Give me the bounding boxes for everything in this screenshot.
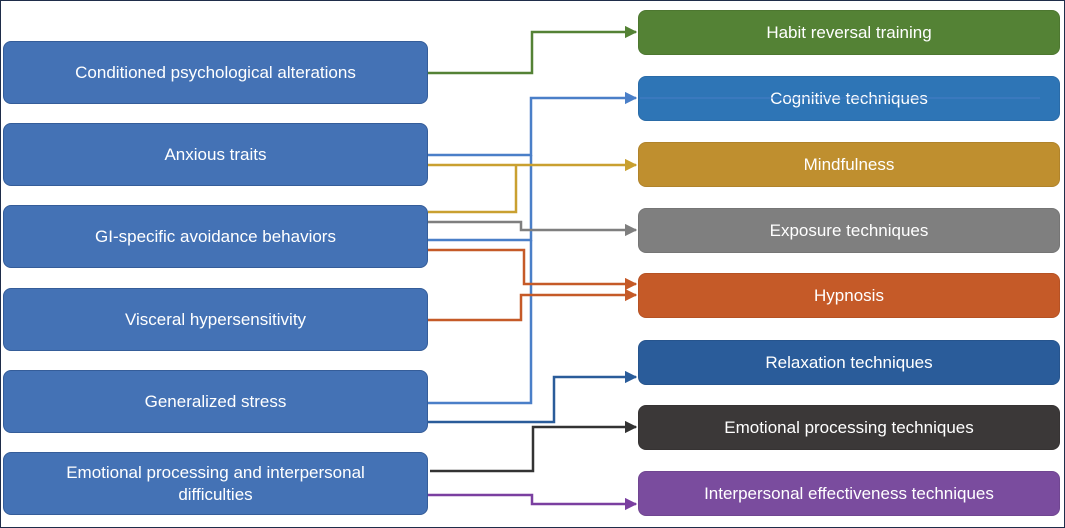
connector-gi_avoidance-to-hypnosis — [428, 248, 638, 291]
connector-gi_avoidance-to-mindfulness — [428, 165, 518, 214]
technique-cognitive-techniques: Cognitive techniques — [638, 76, 1060, 121]
factor-label: GI-specific avoidance behaviors — [95, 226, 336, 246]
technique-label: Emotional processing techniques — [724, 417, 974, 437]
factor-label: Anxious traits — [164, 144, 267, 164]
technique-interpersonal-effectiveness-techniques: Interpersonal effectiveness techniques — [638, 471, 1060, 516]
factor-gi-specific-avoidance-behaviors: GI-specific avoidance behaviors — [3, 205, 428, 268]
technique-label: Relaxation techniques — [765, 352, 933, 372]
connector-anxious-to-cognitive — [428, 91, 638, 157]
technique-emotional-processing-techniques: Emotional processing techniques — [638, 405, 1060, 450]
factor-visceral-hypersensitivity: Visceral hypersensitivity — [3, 288, 428, 351]
technique-mindfulness: Mindfulness — [638, 142, 1060, 187]
technique-relaxation-techniques: Relaxation techniques — [638, 340, 1060, 385]
connector-emotional-to-emotional_proc — [430, 420, 638, 473]
technique-habit-reversal-training: Habit reversal training — [638, 10, 1060, 55]
connector-conditioned-to-habit — [428, 25, 638, 75]
factor-label: Emotional processing and interpersonal d… — [66, 462, 365, 504]
technique-hypnosis: Hypnosis — [638, 273, 1060, 318]
connector-gi_avoidance-to-exposure — [428, 220, 638, 237]
technique-label: Hypnosis — [814, 285, 884, 305]
factor-label: Generalized stress — [144, 391, 287, 411]
factor-label: Visceral hypersensitivity — [124, 309, 307, 329]
factor-generalized-stress: Generalized stress — [3, 370, 428, 433]
technique-label: Habit reversal training — [766, 22, 932, 42]
technique-label: Cognitive techniques — [770, 88, 928, 108]
technique-label: Exposure techniques — [769, 220, 929, 240]
connector-stress-to-cognitive — [428, 240, 533, 405]
technique-label: Interpersonal effectiveness techniques — [704, 483, 994, 503]
connector-visceral-to-hypnosis — [428, 288, 638, 322]
factor-emotional-processing-interpersonal-difficulties: Emotional processing and interpersonal d… — [3, 452, 428, 515]
connector-emotional-to-interpersonal — [428, 493, 638, 511]
technique-label: Mindfulness — [803, 154, 895, 174]
connector-stress-to-relaxation — [428, 370, 638, 424]
technique-exposure-techniques: Exposure techniques — [638, 208, 1060, 253]
factor-label: Conditioned psychological alterations — [75, 62, 356, 82]
factor-conditioned-psychological-alterations: Conditioned psychological alterations — [3, 41, 428, 104]
factor-anxious-traits: Anxious traits — [3, 123, 428, 186]
